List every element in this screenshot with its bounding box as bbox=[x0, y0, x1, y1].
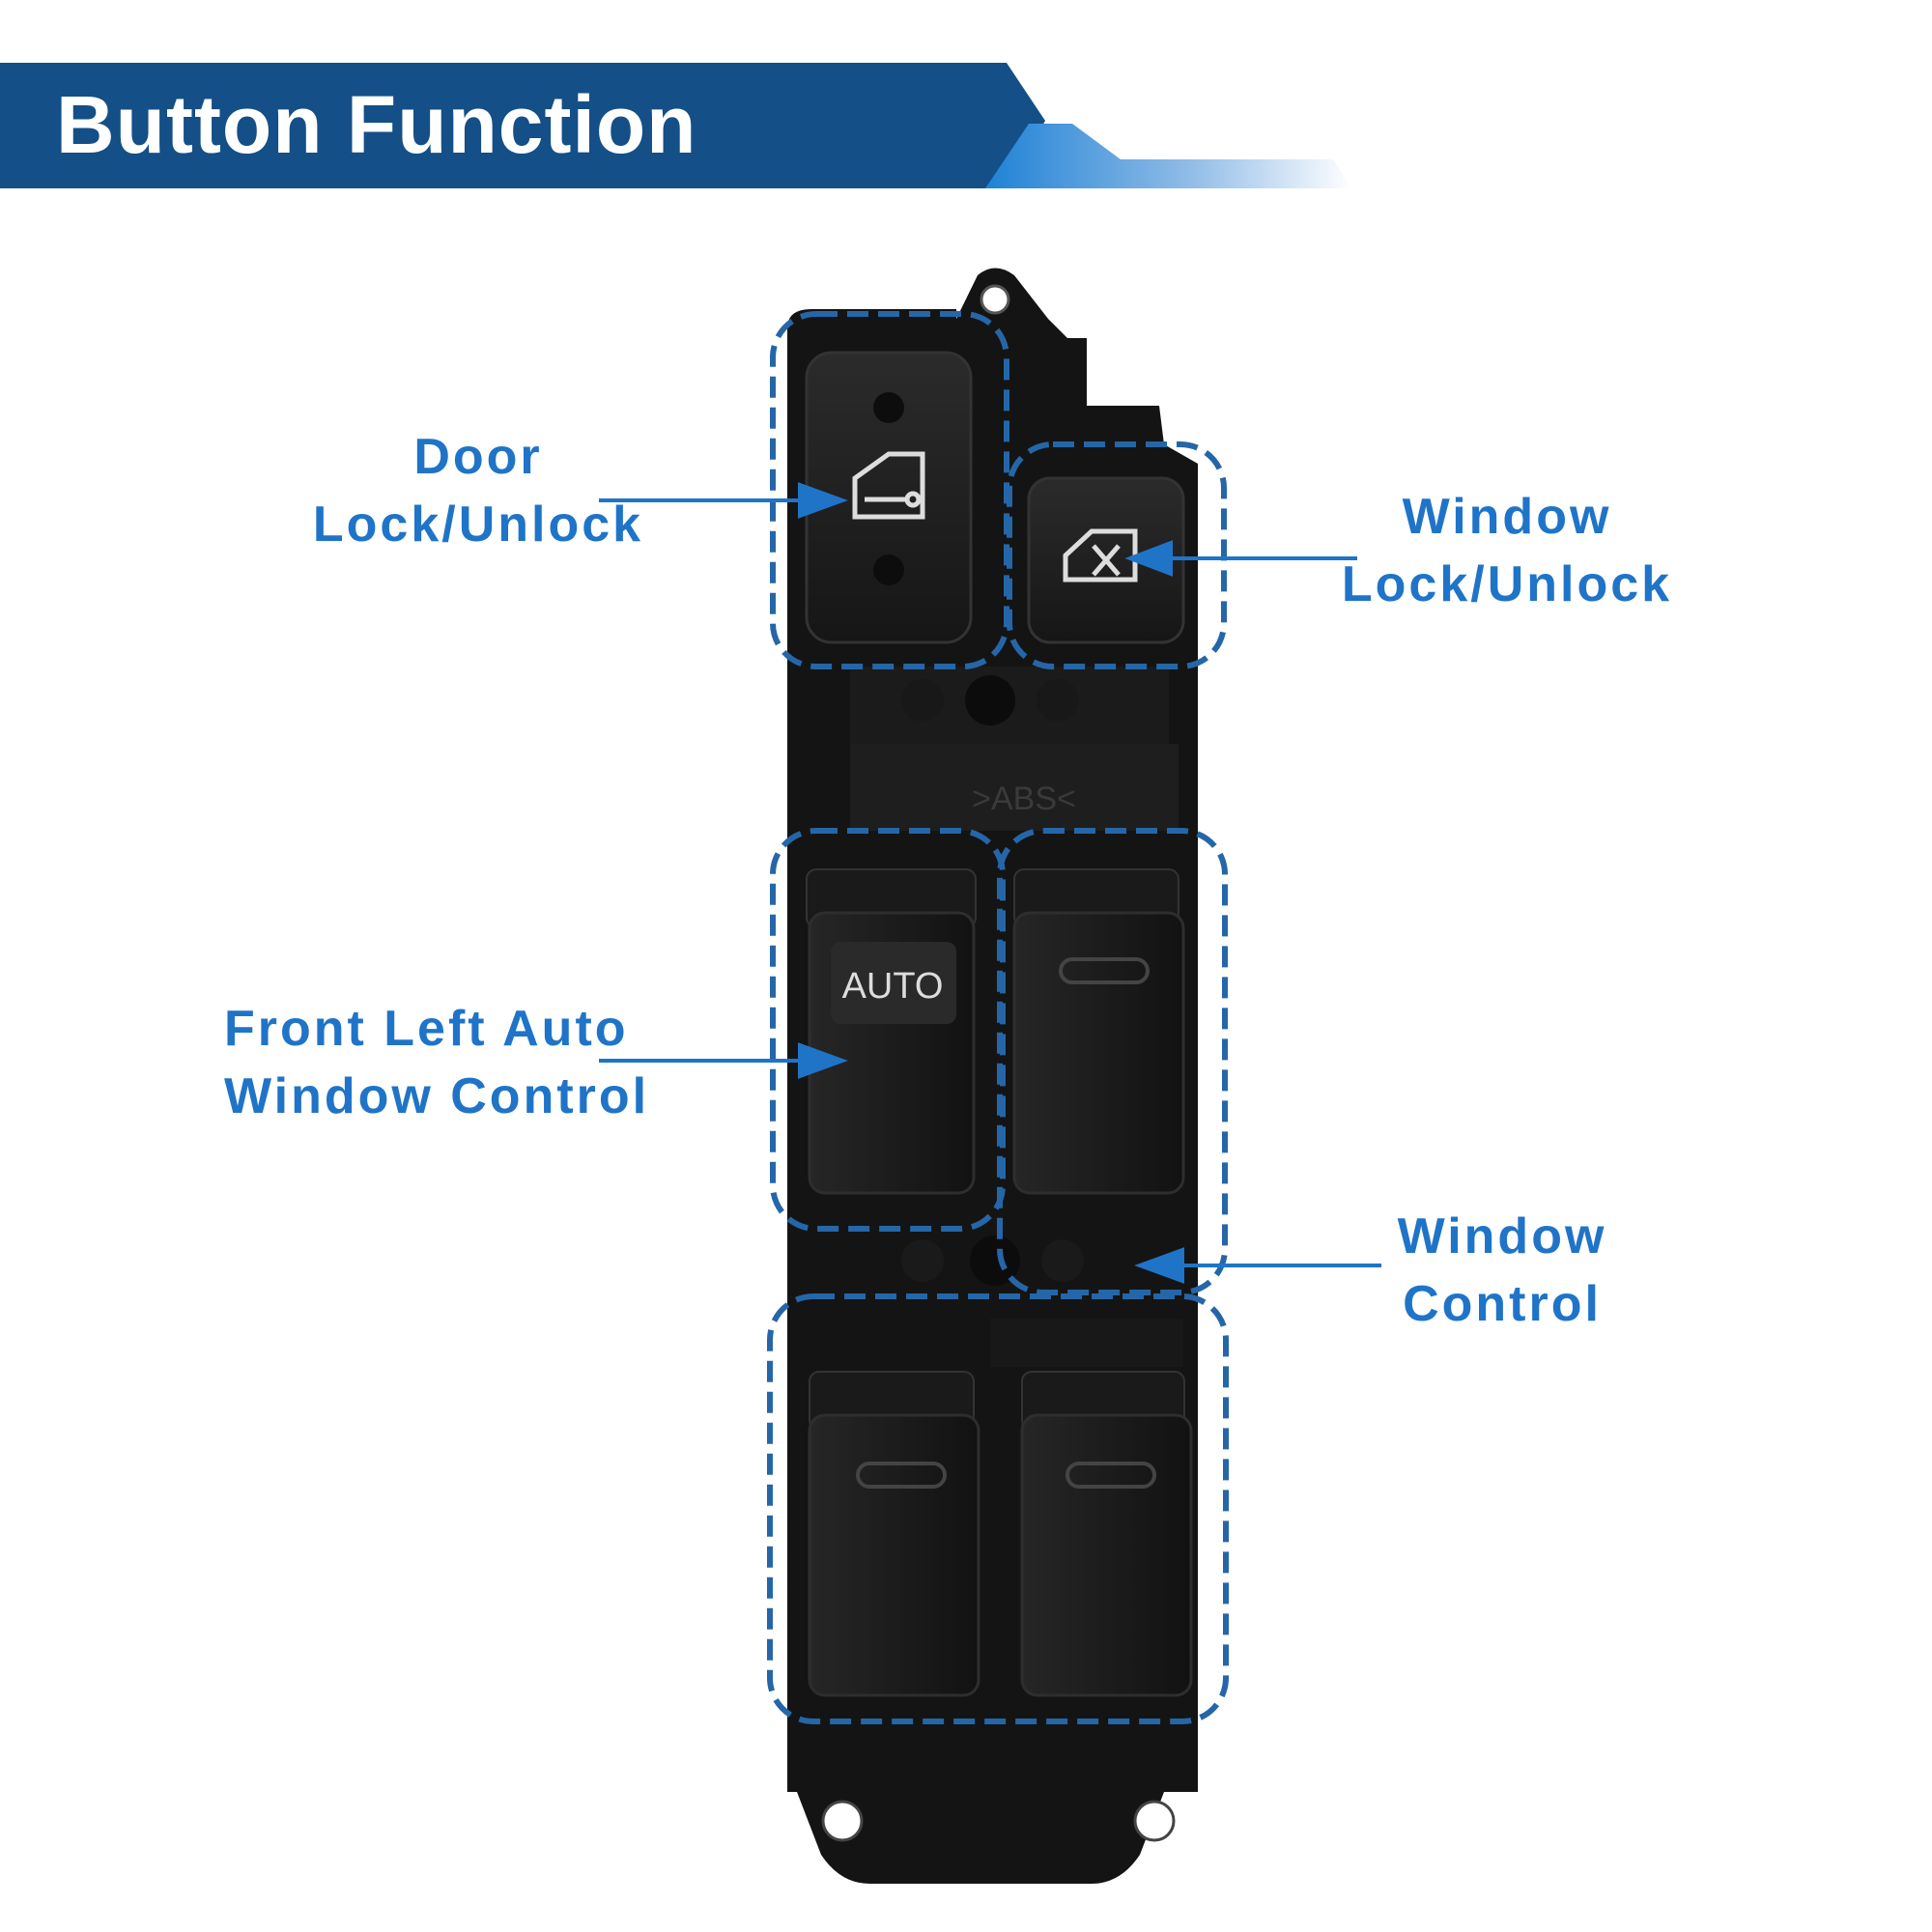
door-lock-button[interactable] bbox=[805, 351, 973, 644]
window-lock-arrow bbox=[1124, 540, 1357, 577]
auto-label: AUTO bbox=[842, 966, 944, 1007]
front-left-highlight bbox=[770, 828, 1006, 1232]
door-lock-arrow bbox=[599, 482, 848, 519]
window-lock-icon bbox=[1063, 528, 1138, 582]
panel-marking: >ABS< bbox=[972, 781, 1076, 817]
front-left-auto-window-button[interactable]: AUTO bbox=[806, 868, 977, 1195]
front-left-label: Front Left Auto Window Control bbox=[224, 995, 649, 1130]
rear-left-window-button[interactable] bbox=[808, 1371, 980, 1697]
door-lock-icon bbox=[852, 451, 925, 520]
window-control-label-line1: Window bbox=[1397, 1208, 1607, 1264]
header-banner: Button Function bbox=[0, 63, 1352, 188]
door-lock-label: Door Lock/Unlock bbox=[290, 423, 667, 558]
window-lock-highlight bbox=[1007, 441, 1227, 669]
window-lock-label-line1: Window bbox=[1402, 489, 1612, 545]
page-title: Button Function bbox=[56, 79, 697, 170]
window-control-arrow bbox=[1134, 1247, 1381, 1284]
window-lock-label-line2: Lock/Unlock bbox=[1341, 556, 1673, 612]
window-lock-button[interactable] bbox=[1027, 476, 1185, 644]
front-left-arrow bbox=[599, 1042, 848, 1079]
rear-windows-highlight bbox=[767, 1293, 1229, 1724]
banner-shape bbox=[0, 63, 1352, 188]
front-left-label-line2: Window Control bbox=[224, 1068, 650, 1124]
door-lock-label-line2: Lock/Unlock bbox=[312, 497, 644, 553]
window-control-highlight bbox=[997, 828, 1228, 1295]
front-left-label-line1: Front Left Auto bbox=[224, 1001, 629, 1057]
window-control-label: Window Control bbox=[1372, 1203, 1633, 1338]
rear-right-window-button[interactable] bbox=[1020, 1371, 1193, 1697]
window-control-label-line2: Control bbox=[1403, 1276, 1602, 1332]
window-lock-label: Window Lock/Unlock bbox=[1323, 483, 1690, 618]
door-lock-label-line1: Door bbox=[413, 429, 543, 485]
front-right-window-button[interactable] bbox=[1012, 868, 1185, 1195]
